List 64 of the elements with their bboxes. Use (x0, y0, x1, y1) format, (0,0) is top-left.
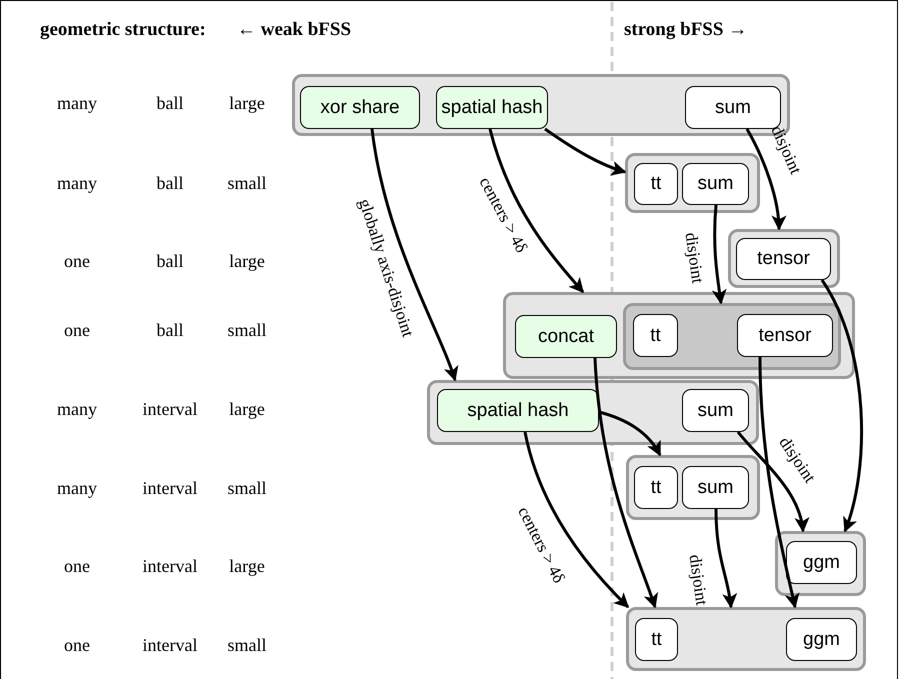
row-label: one (64, 320, 90, 341)
column-heading: ← weak bFSS (237, 19, 352, 41)
edge-label: centers > 4δ (474, 174, 532, 256)
group-box (775, 531, 866, 596)
row-label: interval (142, 399, 198, 420)
group-box (623, 303, 841, 370)
edge-label: disjoint (680, 231, 708, 285)
operation-box: sum (682, 466, 749, 509)
group-box (626, 455, 760, 520)
operation-box: tensor (737, 314, 833, 357)
operation-box: xor share (300, 86, 420, 129)
row-label: ball (156, 251, 184, 272)
column-heading: geometric structure: (40, 19, 206, 41)
operation-box: tt (634, 466, 678, 509)
arrow (736, 431, 808, 532)
row-label: large (229, 399, 265, 420)
operation-box: ggm (786, 541, 857, 584)
operation-box: ggm (786, 618, 857, 661)
arrow (370, 128, 458, 382)
group-box (427, 380, 759, 445)
row-label: many (57, 478, 97, 499)
group-box (625, 153, 760, 213)
arrow (746, 128, 786, 230)
operation-box: sum (682, 163, 749, 205)
row-label: ball (156, 173, 184, 194)
row-label: many (57, 399, 97, 420)
arrow (594, 358, 658, 608)
group-box (503, 292, 855, 379)
row-label: interval (142, 556, 198, 577)
arrow (544, 128, 626, 176)
edge-label: disjoint (684, 553, 712, 607)
operation-box: tensor (736, 238, 831, 280)
row-label: large (229, 93, 265, 114)
row-label: interval (142, 635, 198, 656)
operation-box: tt (633, 314, 678, 357)
edge-label: centers > 4δ (513, 504, 569, 586)
column-heading: strong bFSS → (624, 19, 748, 41)
row-label: one (64, 556, 90, 577)
operation-box: tt (634, 163, 678, 205)
row-label: small (228, 320, 266, 341)
row-label: ball (156, 320, 184, 341)
row-label: many (57, 93, 97, 114)
arrow (488, 128, 584, 294)
operation-box: concat (515, 315, 617, 358)
operation-box: spatial hash (437, 389, 599, 432)
group-box (626, 607, 866, 671)
arrow (820, 279, 864, 532)
row-label: one (64, 635, 90, 656)
row-label: one (64, 251, 90, 272)
arrow (714, 508, 737, 608)
operation-box: tt (635, 618, 678, 661)
row-label: small (228, 478, 266, 499)
row-label: many (57, 173, 97, 194)
group-box (728, 229, 840, 288)
row-label: interval (142, 478, 198, 499)
row-label: large (229, 251, 265, 272)
row-label: small (228, 173, 266, 194)
operation-box: sum (682, 389, 749, 432)
arrow (598, 410, 662, 456)
row-label: small (228, 635, 266, 656)
row-label: large (229, 556, 265, 577)
arrow (758, 356, 800, 608)
operation-box: spatial hash (436, 86, 548, 129)
row-label: ball (156, 93, 184, 114)
